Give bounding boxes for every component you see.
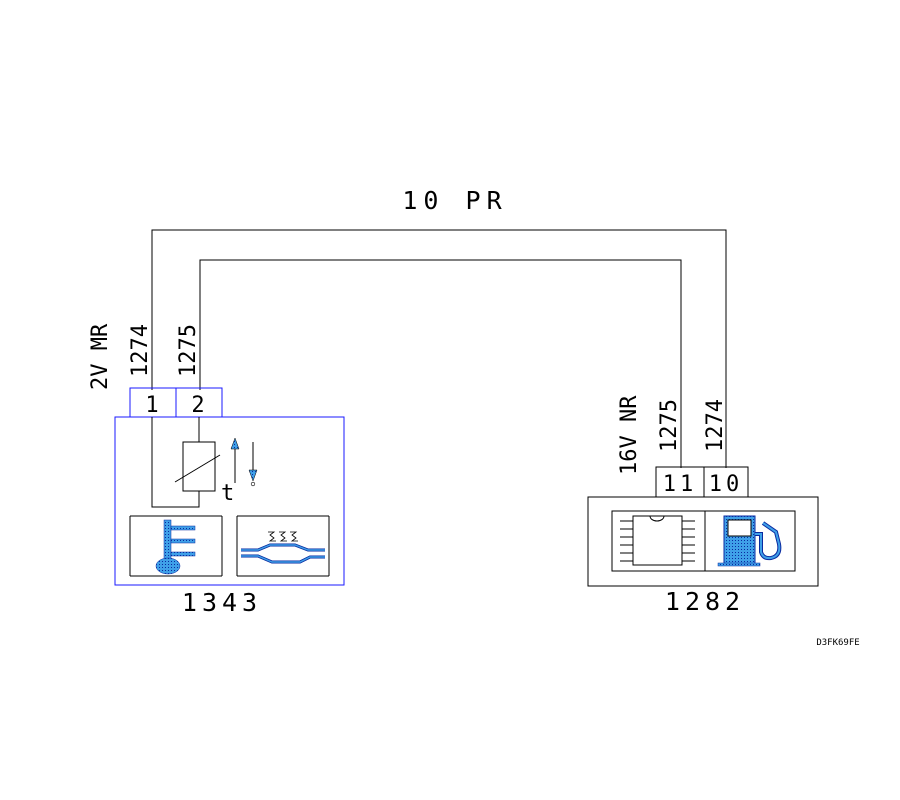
right-pin-10: 10 (709, 472, 744, 497)
module-1343-label: 1343 (182, 588, 262, 617)
right-wire-label-2: 1274 (703, 399, 728, 452)
wire-1275 (199, 259, 682, 468)
module-1343: t (114, 416, 345, 586)
thermometer-icon (129, 515, 223, 577)
left-connector-label: 2V MR (88, 323, 113, 390)
heat-exchanger-icon (236, 515, 330, 577)
right-connector: 11 10 (655, 466, 749, 498)
arrow-up-icon (230, 437, 240, 450)
left-pin-1: 1 (145, 393, 158, 418)
right-connector-label: 16V NR (617, 395, 642, 475)
left-wire-label-1: 1274 (128, 324, 153, 377)
right-pin-11: 11 (663, 472, 698, 497)
harness-label: 10 PR (402, 186, 507, 215)
wire-1274 (151, 229, 727, 468)
right-wire-label-1: 1275 (657, 399, 682, 452)
left-pin-2: 2 (191, 393, 204, 418)
reference-code: D3FK69FE (816, 638, 859, 648)
temperature-symbol: t (221, 481, 234, 506)
fuel-pump-icon (717, 515, 782, 567)
module-1282 (587, 496, 819, 587)
thermistor-symbol: t (174, 437, 258, 506)
ecu-chip-icon (620, 515, 695, 566)
module-1282-label: 1282 (665, 587, 745, 616)
arrow-down-icon (248, 469, 258, 482)
left-connector: 1 2 (129, 387, 223, 418)
left-wire-label-2: 1275 (176, 324, 201, 377)
